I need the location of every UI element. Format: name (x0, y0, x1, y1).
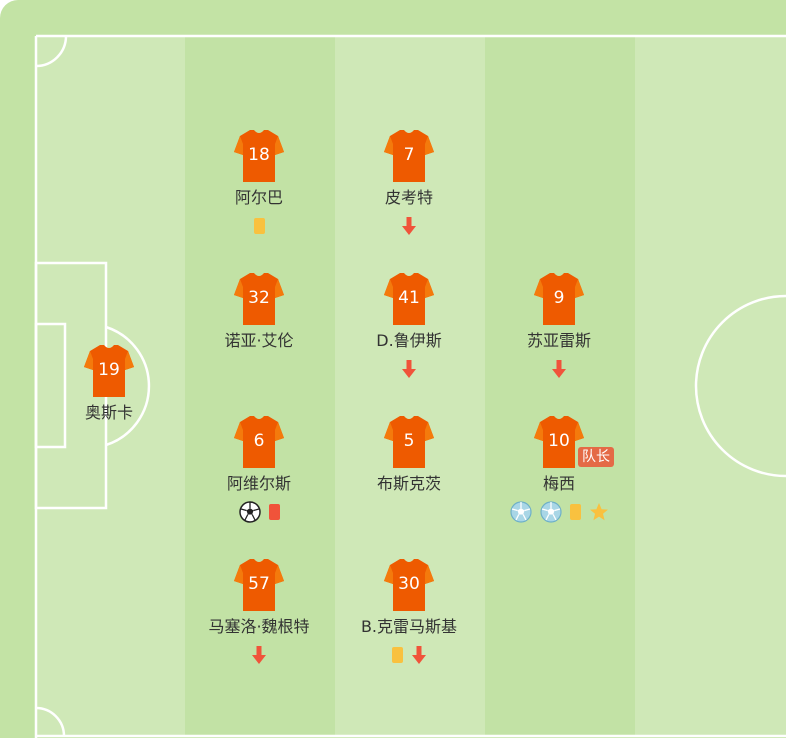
shirt-number: 7 (403, 145, 415, 165)
assist-ball-icon (539, 501, 562, 523)
player-name: D.鲁伊斯 (376, 331, 442, 350)
shirt-icon: 41 (382, 273, 436, 325)
player-card[interactable]: 7 皮考特 (334, 130, 484, 238)
player-card[interactable]: 30 B.克雷马斯基 (334, 559, 484, 667)
sub-out-arrow-icon (401, 359, 417, 379)
goal-ball-icon (238, 501, 261, 523)
red-card-icon (268, 504, 280, 520)
shirt-number: 41 (398, 288, 420, 308)
shirt-number: 32 (248, 288, 270, 308)
pitch-stripe (485, 37, 635, 736)
sub-out-arrow-icon (251, 645, 267, 665)
shirt-icon: 19 (82, 345, 136, 397)
shirt-number: 9 (553, 288, 565, 308)
shirt-icon: 30 (382, 559, 436, 611)
shirt-number: 19 (98, 360, 120, 380)
shirt-icon: 32 (232, 273, 286, 325)
shirt-icon: 57 (232, 559, 286, 611)
yellow-card-icon (569, 504, 581, 520)
player-event-icons (334, 214, 484, 238)
shirt-number: 5 (403, 431, 415, 451)
player-event-icons (184, 643, 334, 667)
sub-out-arrow-icon (411, 645, 427, 665)
player-name: B.克雷马斯基 (360, 617, 458, 636)
player-event-icons (484, 357, 634, 381)
assist-ball-icon (509, 501, 532, 523)
player-name: 阿尔巴 (234, 188, 283, 207)
shirt-icon: 18 (232, 130, 286, 182)
shirt-number: 10 (548, 431, 570, 451)
player-name: 诺亚·艾伦 (224, 331, 294, 350)
player-name: 奥斯卡 (84, 403, 133, 422)
player-event-icons (34, 429, 184, 453)
player-event-icons (484, 500, 634, 524)
shirt-number: 30 (398, 574, 420, 594)
sub-out-arrow-icon (401, 216, 417, 236)
shirt-number: 18 (248, 145, 270, 165)
player-card[interactable]: 18 阿尔巴 (184, 130, 334, 238)
player-event-icons (334, 357, 484, 381)
yellow-card-icon (253, 218, 265, 234)
player-name: 皮考特 (384, 188, 433, 207)
player-event-icons (334, 500, 484, 524)
shirt-number: 6 (253, 431, 265, 451)
player-card[interactable]: 32 诺亚·艾伦 (184, 273, 334, 381)
player-name: 梅西 (542, 474, 575, 493)
player-name: 马塞洛·魏根特 (208, 617, 310, 636)
yellow-card-icon (391, 647, 403, 663)
captain-badge: 队长 (578, 447, 614, 467)
shirt-icon: 7 (382, 130, 436, 182)
player-card[interactable]: 41 D.鲁伊斯 (334, 273, 484, 381)
player-card[interactable]: 5 布斯克茨 (334, 416, 484, 524)
sub-out-arrow-icon (551, 359, 567, 379)
player-event-icons (334, 643, 484, 667)
player-card[interactable]: 6 阿维尔斯 (184, 416, 334, 524)
player-card[interactable]: 10 队长 梅西 (484, 416, 634, 524)
shirt-icon: 6 (232, 416, 286, 468)
star-icon (589, 502, 609, 522)
pitch-stripe (635, 37, 786, 736)
player-name: 阿维尔斯 (226, 474, 291, 493)
player-card[interactable]: 9 苏亚雷斯 (484, 273, 634, 381)
player-event-icons (184, 214, 334, 238)
player-card[interactable]: 57 马塞洛·魏根特 (184, 559, 334, 667)
shirt-icon: 9 (532, 273, 586, 325)
shirt-number: 57 (248, 574, 270, 594)
player-event-icons (184, 357, 334, 381)
shirt-icon: 10 (532, 416, 586, 468)
shirt-icon: 5 (382, 416, 436, 468)
player-name: 苏亚雷斯 (526, 331, 591, 350)
player-card[interactable]: 19 奥斯卡 (34, 345, 184, 453)
player-name: 布斯克茨 (376, 474, 441, 493)
player-event-icons (184, 500, 334, 524)
